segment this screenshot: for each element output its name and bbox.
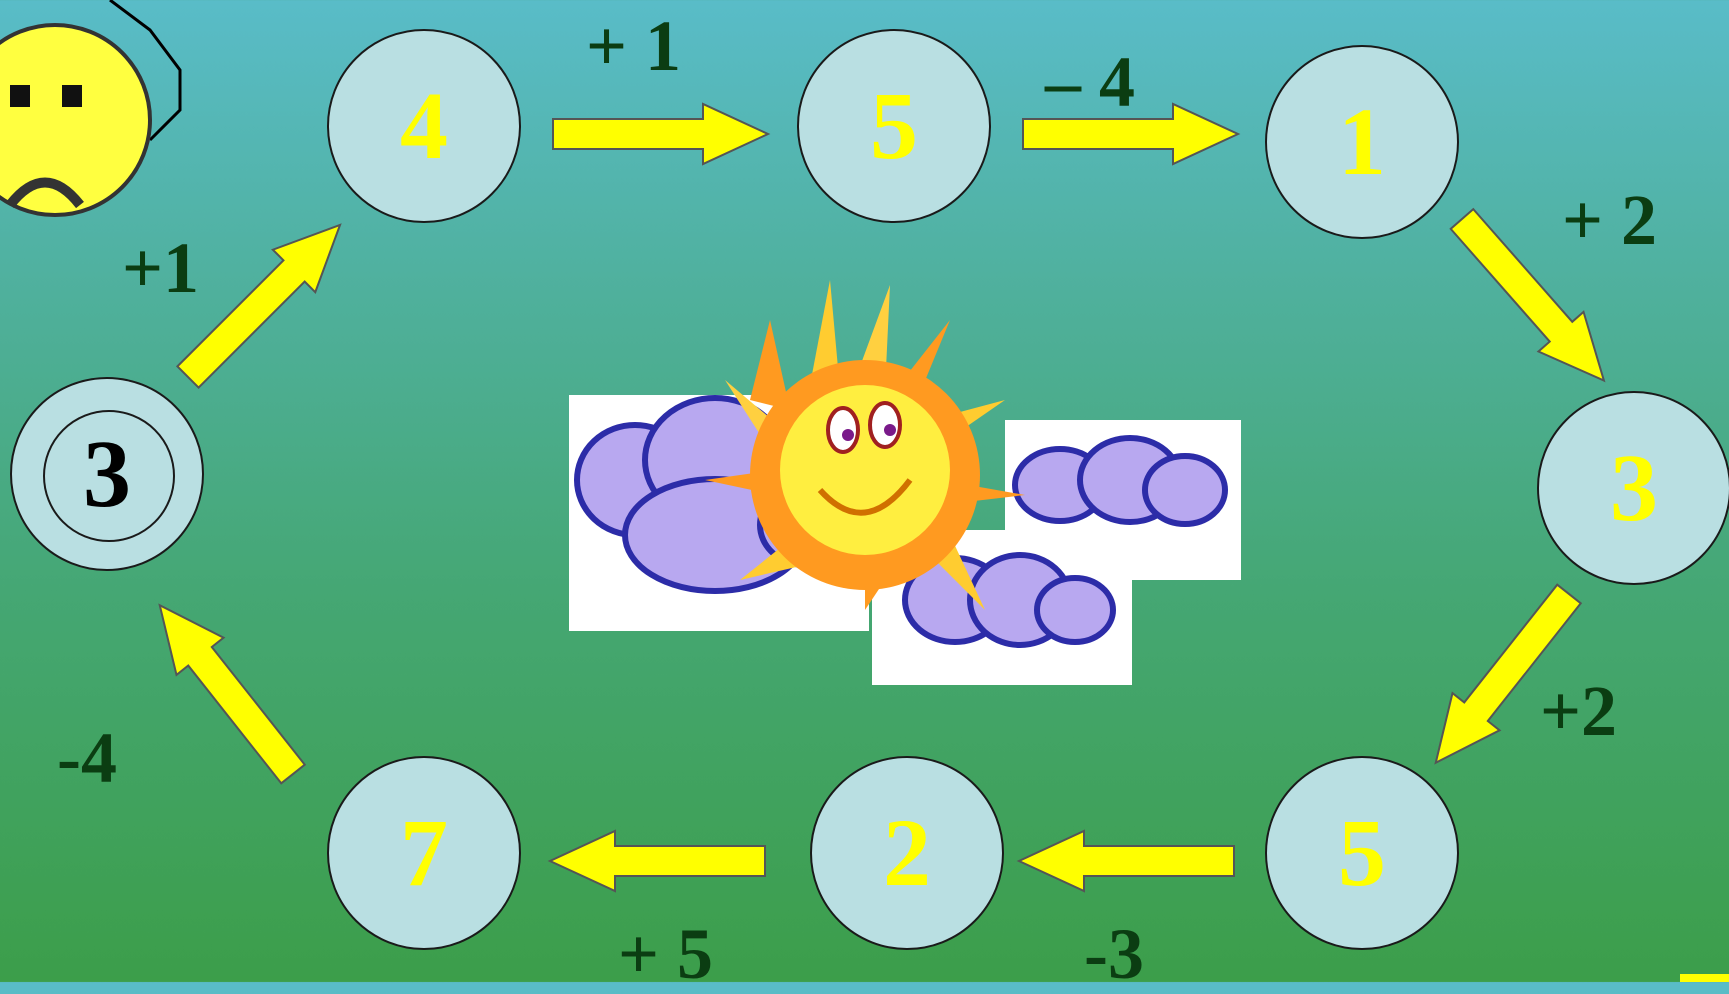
start-node-ring <box>43 410 175 542</box>
node-1[interactable]: 4 <box>327 29 521 223</box>
cloud-right <box>1012 435 1228 527</box>
start-node[interactable]: 3 <box>10 377 204 571</box>
node-4-value: 3 <box>1610 434 1658 541</box>
node-5-value: 5 <box>1338 799 1386 906</box>
operation-label: +1 <box>122 228 200 308</box>
operation-label: +2 <box>1540 671 1618 751</box>
arrow-2-to-7 <box>549 830 766 892</box>
sun-with-clouds-picture <box>569 280 1241 685</box>
cloud-bottom <box>902 552 1116 648</box>
node-4[interactable]: 3 <box>1537 391 1729 585</box>
start-node-value: 3 <box>83 420 131 527</box>
arrow-7-to-3 <box>135 585 318 794</box>
node-6-value: 2 <box>883 799 931 906</box>
node-5[interactable]: 5 <box>1265 756 1459 950</box>
operation-label: – 4 <box>1045 42 1135 122</box>
node-3[interactable]: 1 <box>1265 45 1459 239</box>
node-7-value: 7 <box>400 799 448 906</box>
node-3-value: 1 <box>1338 88 1386 195</box>
node-2[interactable]: 5 <box>797 29 991 223</box>
node-1-value: 4 <box>400 72 448 179</box>
node-2-value: 5 <box>870 72 918 179</box>
sad-smiley-icon <box>0 0 182 217</box>
node-7[interactable]: 7 <box>327 756 521 950</box>
node-6[interactable]: 2 <box>810 756 1004 950</box>
operation-label: + 1 <box>586 6 682 86</box>
corner-tab <box>1680 974 1729 982</box>
operation-label: -4 <box>57 718 117 798</box>
operation-label: + 2 <box>1562 180 1658 260</box>
operation-label: -3 <box>1084 914 1144 994</box>
arrow-5-to-2 <box>1018 830 1235 892</box>
operation-label: + 5 <box>618 914 714 994</box>
arrow-4-to-5 <box>552 103 769 165</box>
